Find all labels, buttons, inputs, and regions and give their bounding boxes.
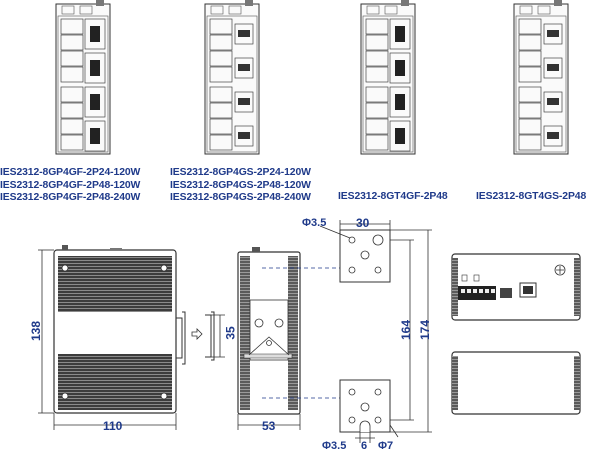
model-name: IES2312-8GP4GF-2P48-240W — [0, 192, 141, 203]
dim-hole-top: Φ3.5 — [302, 217, 327, 229]
dim-depth: 53 — [262, 419, 276, 433]
dim-width: 110 — [103, 419, 123, 433]
switch-front-view-3 — [360, 0, 416, 155]
model-list-col1: IES2312-8GP4GF-2P24-120W IES2312-8GP4GF-… — [0, 167, 140, 205]
bottom-view — [451, 351, 581, 415]
wall-mount-brackets — [319, 220, 432, 443]
top-connector-view — [451, 253, 581, 321]
model-name: IES2312-8GP4GF-2P48-120W — [0, 179, 141, 191]
dim-height: 138 — [29, 320, 44, 342]
depth-view-drawing — [237, 247, 345, 430]
dim-hole-bottom-right: Φ7 — [378, 440, 394, 452]
model-name: IES2312-8GT4GF-2P48 — [338, 191, 448, 202]
model-name: IES2312-8GP4GS-2P48-240W — [170, 192, 311, 203]
model-list-col2: IES2312-8GP4GS-2P24-120W IES2312-8GP4GS-… — [170, 167, 311, 205]
model-name: IES2312-8GP4GF-2P24-120W — [0, 167, 141, 178]
model-name: IES2312-8GT4GS-2P48 — [476, 191, 587, 202]
dim-bracket-width: 30 — [356, 216, 370, 230]
dim-rail: 35 — [223, 326, 238, 340]
model-name: IES2312-8GP4GS-2P48-120W — [170, 179, 311, 191]
side-view-drawing — [38, 245, 225, 430]
dim-hole-bottom-left: Φ3.5 — [322, 440, 347, 452]
switch-front-view-1 — [55, 0, 111, 155]
model-list-col3: IES2312-8GT4GF-2P48 — [338, 191, 448, 204]
model-name: IES2312-8GP4GS-2P24-120W — [170, 167, 311, 178]
dim-hole-height: 164 — [399, 319, 414, 341]
switch-front-view-4 — [513, 0, 569, 155]
switch-front-view-2 — [204, 0, 260, 155]
dim-total-height: 174 — [418, 319, 433, 341]
model-list-col4: IES2312-8GT4GS-2P48 — [476, 191, 586, 204]
dim-slot-width: 6 — [361, 440, 368, 452]
